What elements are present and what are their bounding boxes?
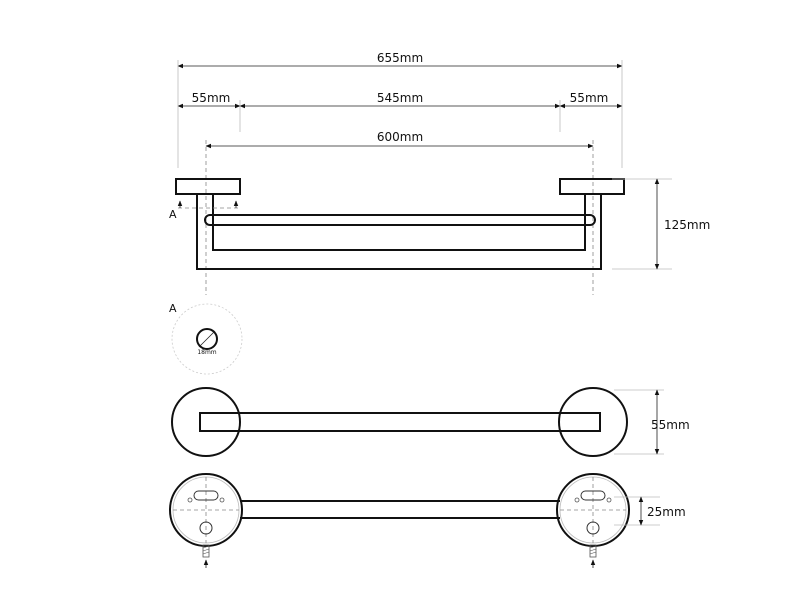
back-view <box>169 473 630 568</box>
dim-label-overall: 655mm <box>377 51 423 65</box>
section-marker-letter: A <box>169 208 177 221</box>
right-back-mount <box>556 473 630 568</box>
dim-label-base-diameter: 55mm <box>651 418 690 432</box>
dimension-height: 125mm <box>612 178 710 270</box>
top-view <box>171 387 628 457</box>
front-elevation <box>175 178 625 270</box>
dim-label-right-offset: 55mm <box>570 91 609 105</box>
section-marker-left: A <box>169 200 240 221</box>
dimension-left-offset: 55mm <box>177 91 241 109</box>
right-mount-plate <box>559 178 625 195</box>
dim-label-left-offset: 55mm <box>192 91 231 105</box>
dim-label-height: 125mm <box>664 218 710 232</box>
left-base-disc <box>171 387 241 457</box>
outer-frame <box>196 194 602 270</box>
dimension-overall: 655mm <box>177 51 623 69</box>
dimension-bar-span: 545mm <box>239 91 561 109</box>
dimension-tube-width: 25mm <box>614 496 686 526</box>
top-bar <box>199 412 601 432</box>
dim-label-bar-span: 545mm <box>377 91 423 105</box>
dimension-right-offset: 55mm <box>559 91 623 109</box>
lower-bar <box>204 214 596 226</box>
inner-frame <box>212 194 586 251</box>
dimension-base-diameter: 55mm <box>614 389 690 455</box>
dim-label-tube-width: 25mm <box>647 505 686 519</box>
section-detail-a: A 18mm <box>169 302 243 375</box>
dim-label-mount-spacing: 600mm <box>377 130 423 144</box>
tube-diameter-label: 18mm <box>197 349 216 356</box>
left-back-mount <box>169 473 243 568</box>
left-mount-plate <box>175 178 241 195</box>
dimension-mount-spacing: 600mm <box>205 130 594 149</box>
section-detail-letter: A <box>169 302 177 315</box>
right-base-disc <box>558 387 628 457</box>
